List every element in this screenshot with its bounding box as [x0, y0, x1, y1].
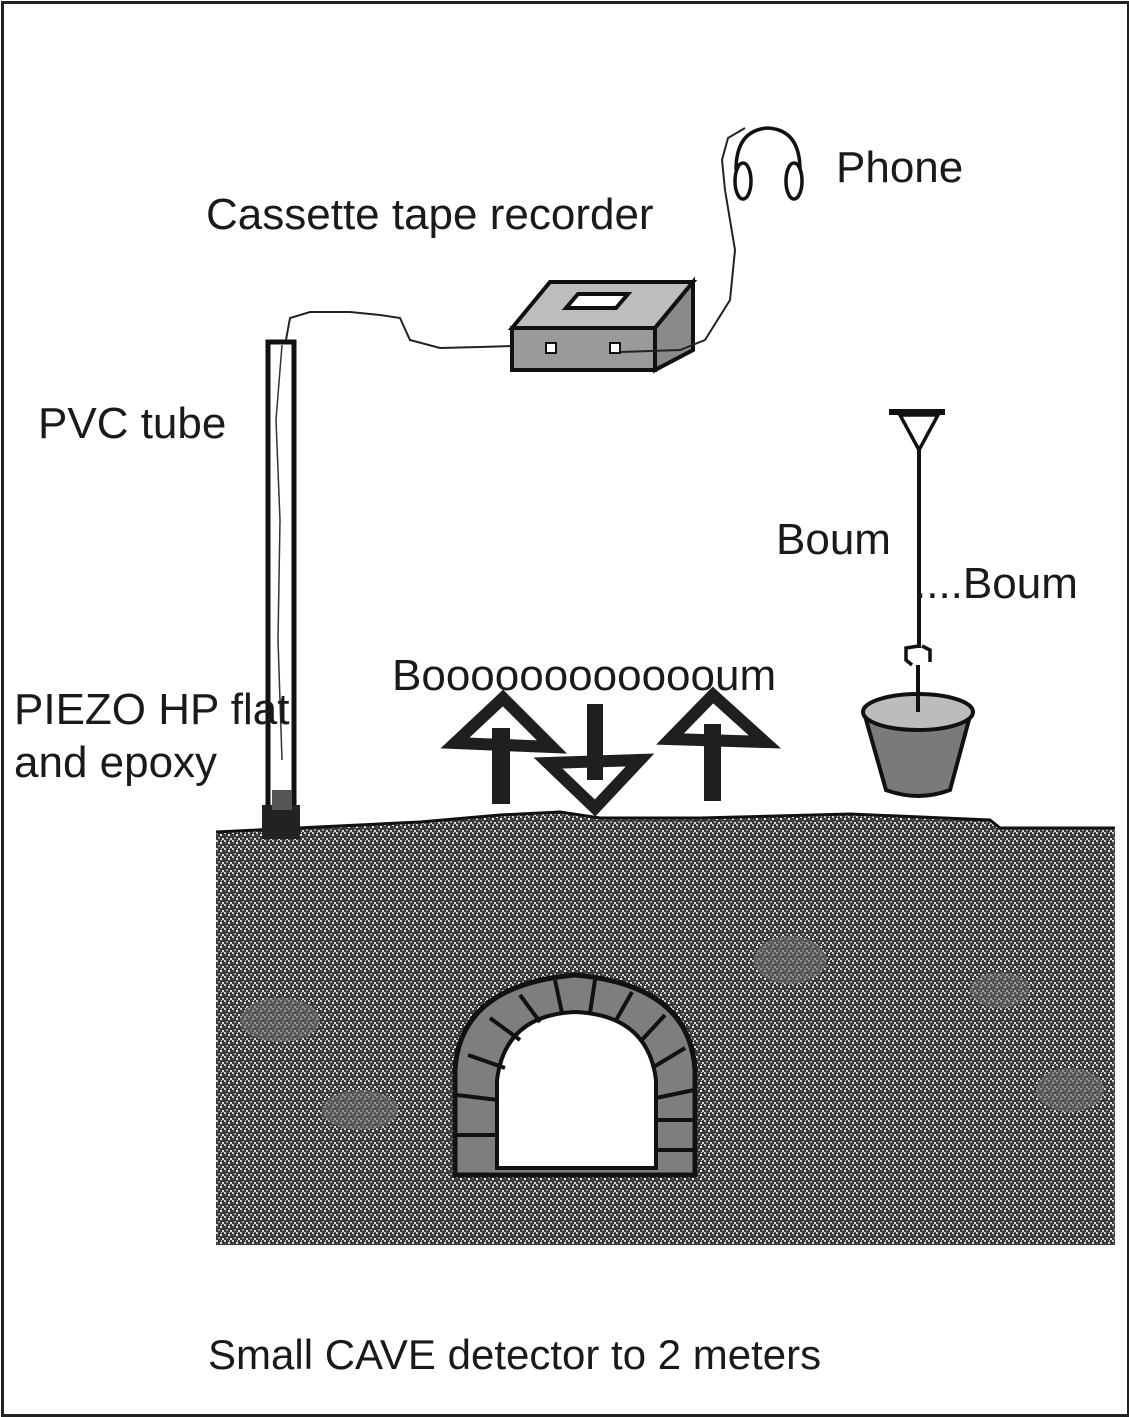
cave-arch — [452, 972, 698, 1178]
pvc-tube — [265, 339, 297, 815]
label-phone: Phone — [836, 143, 964, 192]
arrow-down — [533, 704, 655, 817]
cable-recorder-phone — [619, 127, 746, 353]
label-piezo-line2: and epoxy — [14, 738, 218, 787]
label-piezo-line1: PIEZO HP flat — [14, 685, 290, 734]
cable-tube-recorder — [285, 311, 513, 350]
label-cassette-recorder: Cassette tape recorder — [206, 190, 654, 239]
bucket-icon — [861, 690, 975, 798]
arrow-up-right — [656, 686, 782, 801]
label-boum-1: Boum — [776, 515, 891, 564]
headphones-icon — [733, 126, 804, 201]
diagram-caption: Small CAVE detector to 2 meters — [208, 1331, 822, 1378]
pulley-weight — [889, 409, 945, 708]
label-pvc-tube: PVC tube — [38, 399, 227, 448]
cassette-recorder — [507, 276, 698, 374]
label-boum-2: ....Boum — [914, 559, 1078, 608]
piezo-sensor — [262, 790, 300, 839]
label-boom: Booooooooooooum — [392, 651, 777, 700]
arrow-up-left — [440, 689, 568, 804]
